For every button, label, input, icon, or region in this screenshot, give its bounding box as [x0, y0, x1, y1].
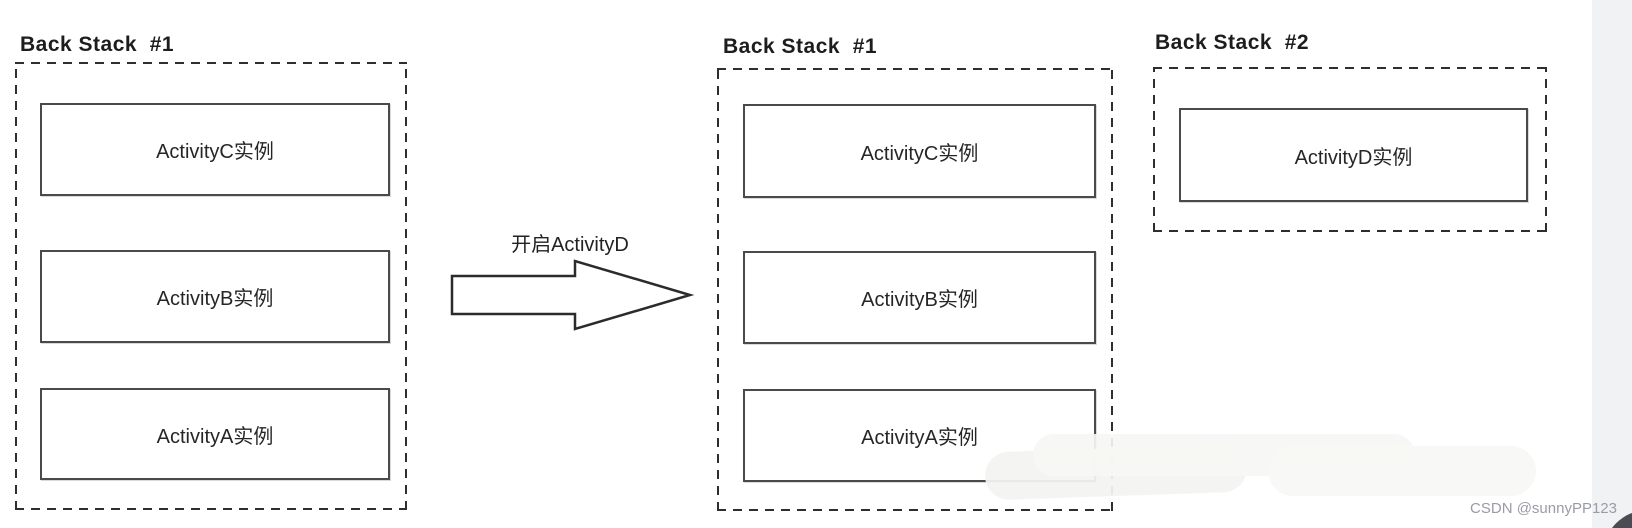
- activity-box-label: ActivityC实例: [860, 142, 979, 165]
- right-gutter: [1592, 0, 1632, 528]
- right-arrow-icon: [450, 259, 695, 331]
- censor-smudge: [1268, 446, 1536, 496]
- activity-box-c-before: ActivityC实例: [40, 103, 390, 196]
- stack-title-after-2: Back Stack #2: [1155, 31, 1310, 54]
- activity-box-b-before: ActivityB实例: [40, 250, 390, 343]
- activity-box-label: ActivityB实例: [156, 288, 274, 310]
- activity-box-label: ActivityA实例: [861, 427, 978, 449]
- watermark: CSDN @sunnyPP123: [1470, 500, 1617, 517]
- activity-box-label: ActivityD实例: [1294, 146, 1413, 169]
- activity-box-c-after: ActivityC实例: [743, 104, 1096, 198]
- activity-box-label: ActivityA实例: [156, 425, 274, 448]
- activity-box-label: ActivityB实例: [861, 289, 978, 311]
- stack-title-after-1: Back Stack #1: [723, 35, 878, 58]
- activity-box-b-after: ActivityB实例: [743, 251, 1096, 344]
- activity-box-a-before: ActivityA实例: [40, 388, 390, 480]
- arrow-label: 开启ActivityD: [511, 234, 629, 256]
- stack-title-before: Back Stack #1: [20, 33, 175, 56]
- activity-box-d: ActivityD实例: [1179, 108, 1528, 202]
- activity-box-label: ActivityC实例: [156, 141, 274, 163]
